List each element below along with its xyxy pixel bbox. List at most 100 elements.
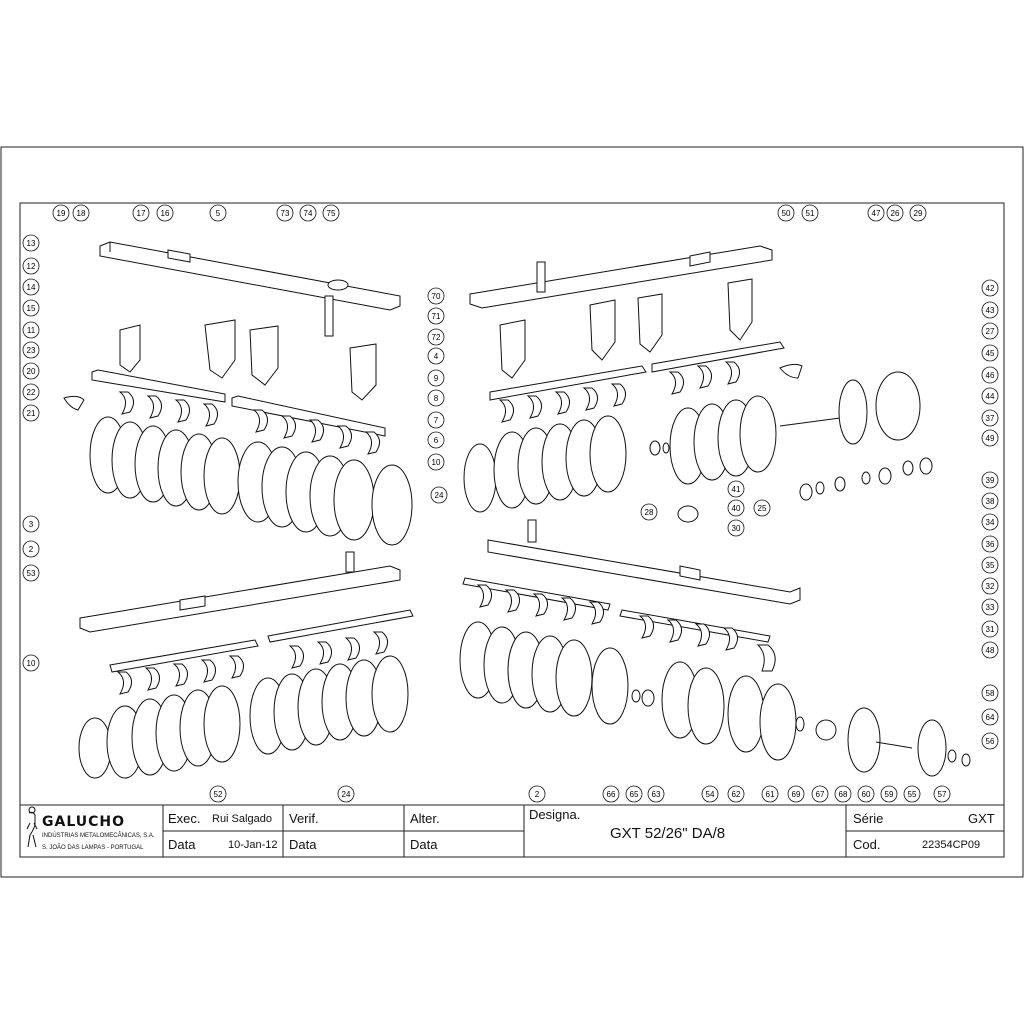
callout-10: 10 (22, 654, 40, 672)
callout-label: 36 (986, 540, 995, 549)
callout-label: 37 (986, 414, 995, 423)
callout-43: 43 (981, 301, 999, 319)
callout-label: 56 (986, 737, 995, 746)
callout-label: 43 (986, 306, 995, 315)
callout-51: 51 (801, 204, 819, 222)
callout-label: 27 (986, 327, 995, 336)
company-line2: S. JOÃO DAS LAMPAS - PORTUGAL (42, 845, 144, 851)
callout-36: 36 (981, 535, 999, 553)
callout-label: 2 (29, 545, 34, 554)
callout-label: 44 (986, 392, 995, 401)
callout-label: 34 (986, 518, 995, 527)
callout-29: 29 (909, 204, 927, 222)
designa-label: Designa. (529, 807, 581, 822)
callout-label: 39 (986, 476, 995, 485)
callout-label: 28 (645, 508, 654, 517)
callout-label: 53 (27, 569, 36, 578)
callout-label: 58 (986, 689, 995, 698)
callout-25: 25 (753, 499, 771, 517)
callout-45: 45 (981, 344, 999, 362)
callout-75: 75 (322, 204, 340, 222)
callout-44: 44 (981, 387, 999, 405)
callout-label: 63 (652, 790, 661, 799)
callout-5: 5 (209, 204, 227, 222)
callout-label: 60 (862, 790, 871, 799)
callout-label: 21 (27, 409, 36, 418)
callout-label: 49 (986, 434, 995, 443)
callout-57: 57 (933, 785, 951, 803)
callout-33: 33 (981, 598, 999, 616)
serie-label: Série (853, 811, 884, 826)
callout-8: 8 (427, 389, 445, 407)
callout-label: 67 (816, 790, 825, 799)
callout-47: 47 (867, 204, 885, 222)
callout-66: 66 (602, 785, 620, 803)
verif-label: Verif. (289, 811, 319, 826)
callout-41: 41 (727, 480, 745, 498)
callout-58: 58 (981, 684, 999, 702)
callout-60: 60 (857, 785, 875, 803)
callout-73: 73 (276, 204, 294, 222)
callout-9: 9 (427, 369, 445, 387)
callout-52: 52 (209, 785, 227, 803)
callout-label: 50 (782, 209, 791, 218)
callout-label: 24 (435, 491, 444, 500)
callout-label: 46 (986, 371, 995, 380)
callout-65: 65 (625, 785, 643, 803)
callout-label: 73 (281, 209, 290, 218)
callout-28: 28 (640, 503, 658, 521)
callout-16: 16 (156, 204, 174, 222)
exec-label: Exec. (168, 811, 201, 826)
alter-label: Alter. (410, 811, 440, 826)
callout-63: 63 (647, 785, 665, 803)
cod-value: 22354CP09 (922, 839, 981, 851)
callout-label: 65 (630, 790, 639, 799)
callout-label: 24 (342, 790, 351, 799)
callout-40: 40 (727, 499, 745, 517)
callout-17: 17 (132, 204, 150, 222)
callout-37: 37 (981, 409, 999, 427)
callout-62: 62 (727, 785, 745, 803)
callout-71: 71 (427, 307, 445, 325)
callout-label: 20 (27, 367, 36, 376)
callout-23: 23 (22, 341, 40, 359)
callout-label: 16 (161, 209, 170, 218)
callout-label: 22 (27, 388, 36, 397)
callout-label: 54 (706, 790, 715, 799)
callout-74: 74 (299, 204, 317, 222)
callout-label: 18 (77, 209, 86, 218)
callout-label: 10 (27, 659, 36, 668)
data-value: 10-Jan-12 (228, 839, 278, 851)
callout-label: 64 (986, 713, 995, 722)
main-beam-right (469, 245, 773, 309)
outer-frame (0, 146, 1024, 878)
callout-label: 25 (758, 504, 767, 513)
callout-24: 24 (337, 785, 355, 803)
callout-label: 26 (891, 209, 900, 218)
callout-label: 47 (872, 209, 881, 218)
callout-56: 56 (981, 732, 999, 750)
callout-label: 59 (885, 790, 894, 799)
callout-42: 42 (981, 279, 999, 297)
callout-34: 34 (981, 513, 999, 531)
gang-frame-front (91, 369, 226, 403)
callout-label: 10 (432, 458, 441, 467)
callout-label: 57 (938, 790, 947, 799)
callout-4: 4 (427, 347, 445, 365)
callout-label: 9 (434, 374, 439, 383)
callout-label: 75 (327, 209, 336, 218)
callout-label: 7 (434, 416, 439, 425)
callout-label: 15 (27, 304, 36, 313)
main-beam (99, 241, 401, 311)
callout-3: 3 (22, 515, 40, 533)
callout-label: 52 (214, 790, 223, 799)
callout-46: 46 (981, 366, 999, 384)
callout-label: 74 (304, 209, 313, 218)
callout-label: 55 (908, 790, 917, 799)
assembly-top-right (463, 245, 933, 523)
callout-label: 19 (57, 209, 66, 218)
callout-13: 13 (22, 234, 40, 252)
callout-label: 48 (986, 646, 995, 655)
callout-label: 41 (732, 485, 741, 494)
exec-value: Rui Salgado (212, 813, 272, 825)
